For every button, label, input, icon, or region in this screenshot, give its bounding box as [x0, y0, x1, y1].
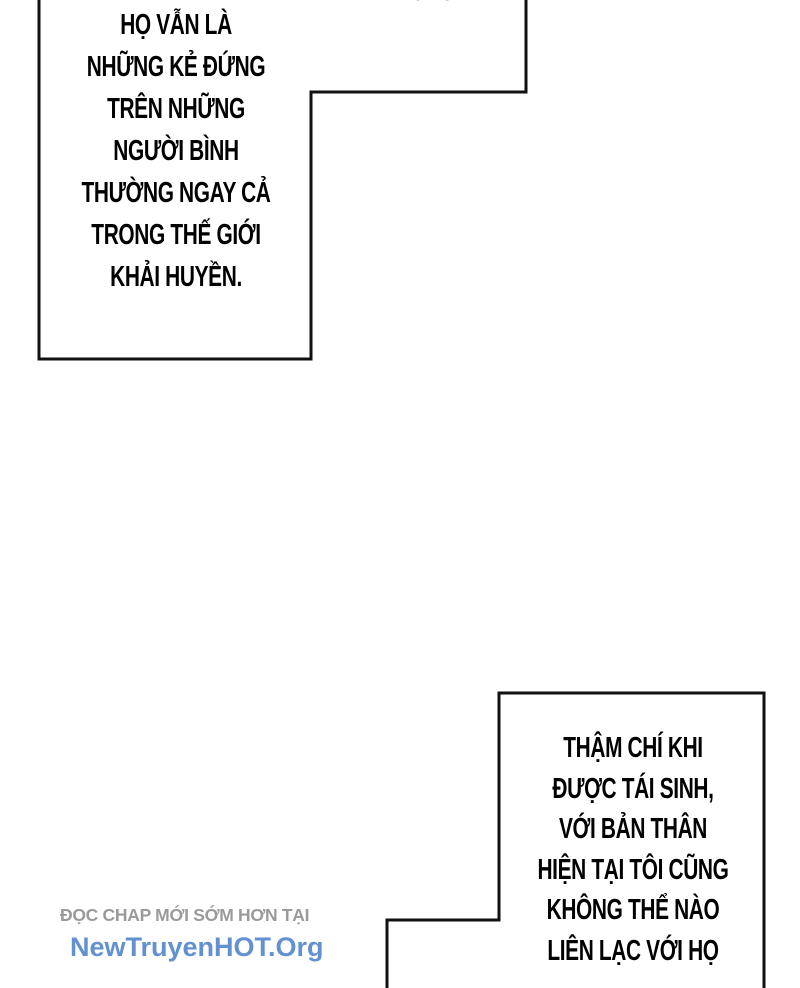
caption-line: NHỮNG KẺ ĐỨNG — [86, 51, 266, 83]
narration-box-bottom — [385, 691, 766, 988]
caption-line: THƯỜNG NGAY CẢ — [81, 177, 271, 209]
watermark-tagline: ĐỌC CHAP MỚI SỚM HƠN TẠI — [60, 905, 310, 925]
caption-line: THẬM CHÍ KHI — [563, 732, 703, 764]
caption-line: LIÊN LẠC VỚI HỌ — [547, 934, 719, 967]
narration-box-top — [37, 0, 528, 361]
caption-line: NGƯỜI BÌNH — [113, 135, 239, 167]
caption-line: TRONG THẾ GIỚI — [91, 219, 261, 251]
caption-bottom: THẬM CHÍ KHI ĐƯỢC TÁI SINH, VỚI BẢN THÂN… — [483, 728, 783, 971]
caption-line: TRÊN NHỮNG — [107, 93, 245, 125]
caption-line: HIỆN TẠI TÔI CŨNG — [537, 853, 729, 886]
watermark-site: NewTruyenHOT.Org — [70, 932, 324, 962]
caption-top: HỌ VẪN LÀ NHỮNG KẺ ĐỨNG TRÊN NHỮNG NGƯỜI… — [26, 4, 326, 298]
caption-line: HỌ VẪN LÀ — [120, 9, 232, 41]
caption-line: KHẢI HUYỀN. — [110, 261, 242, 293]
cut-off-caption: BÌNH CAO — [330, 0, 480, 12]
caption-line: BÌNH CAO — [351, 0, 459, 12]
caption-line: KHÔNG THỂ NÀO — [546, 894, 720, 926]
caption-line: VỚI BẢN THÂN — [558, 813, 708, 845]
caption-line: ĐƯỢC TÁI SINH, — [552, 772, 714, 805]
